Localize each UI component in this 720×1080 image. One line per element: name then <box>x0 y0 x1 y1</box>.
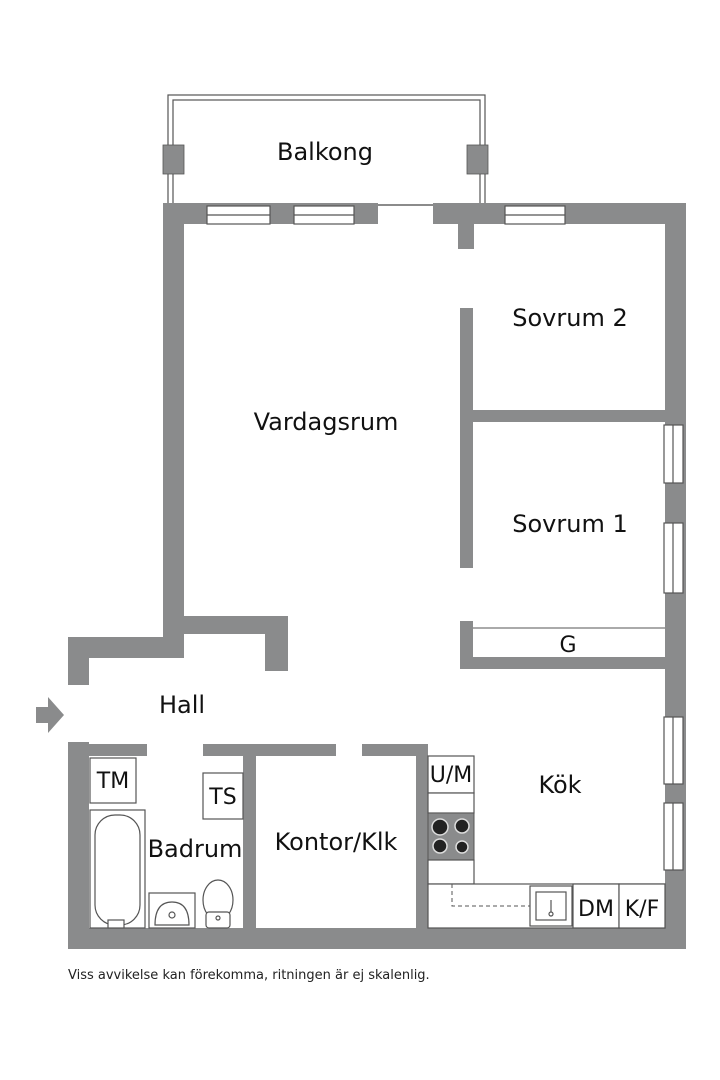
room-label-bedroom-2: Sovrum 2 <box>512 304 627 332</box>
ts-box <box>202 772 244 820</box>
stove-icon <box>427 812 475 861</box>
balcony-post-left <box>162 144 185 175</box>
counter-dash-line <box>451 884 530 907</box>
fixture-label-ts: TS <box>208 785 236 810</box>
kf-box <box>618 883 666 929</box>
balcony-post-right <box>466 144 489 175</box>
room-label-kitchen: Kök <box>538 771 581 799</box>
tm-box <box>89 757 137 804</box>
fixture-label-dm: DM <box>578 897 614 922</box>
room-label-office: Kontor/Klk <box>275 828 398 856</box>
um-box <box>427 755 475 794</box>
room-label-hall: Hall <box>159 691 205 719</box>
fridge-line <box>427 792 475 814</box>
fixture-label-um: U/M <box>430 763 473 788</box>
disclaimer-text: Viss avvikelse kan förekomma, ritningen … <box>68 968 430 983</box>
sink-icon <box>529 885 573 927</box>
dm-box <box>572 883 620 929</box>
room-label-living-room: Vardagsrum <box>254 408 399 436</box>
room-label-balcony: Balkong <box>277 138 373 166</box>
room-label-bedroom-1: Sovrum 1 <box>512 510 627 538</box>
windows <box>206 205 684 871</box>
fixture-label-tm: TM <box>96 769 129 794</box>
room-label-wardrobe: G <box>559 633 576 658</box>
fixture-label-kf: K/F <box>625 897 660 922</box>
kitchen-counter-side <box>427 859 475 885</box>
arrow-right-icon <box>36 697 64 733</box>
washbasin-icon <box>148 892 196 929</box>
walls <box>68 203 686 949</box>
bathtub-icon <box>89 809 146 929</box>
room-label-bathroom: Badrum <box>148 835 243 863</box>
toilet-icon <box>202 879 234 929</box>
